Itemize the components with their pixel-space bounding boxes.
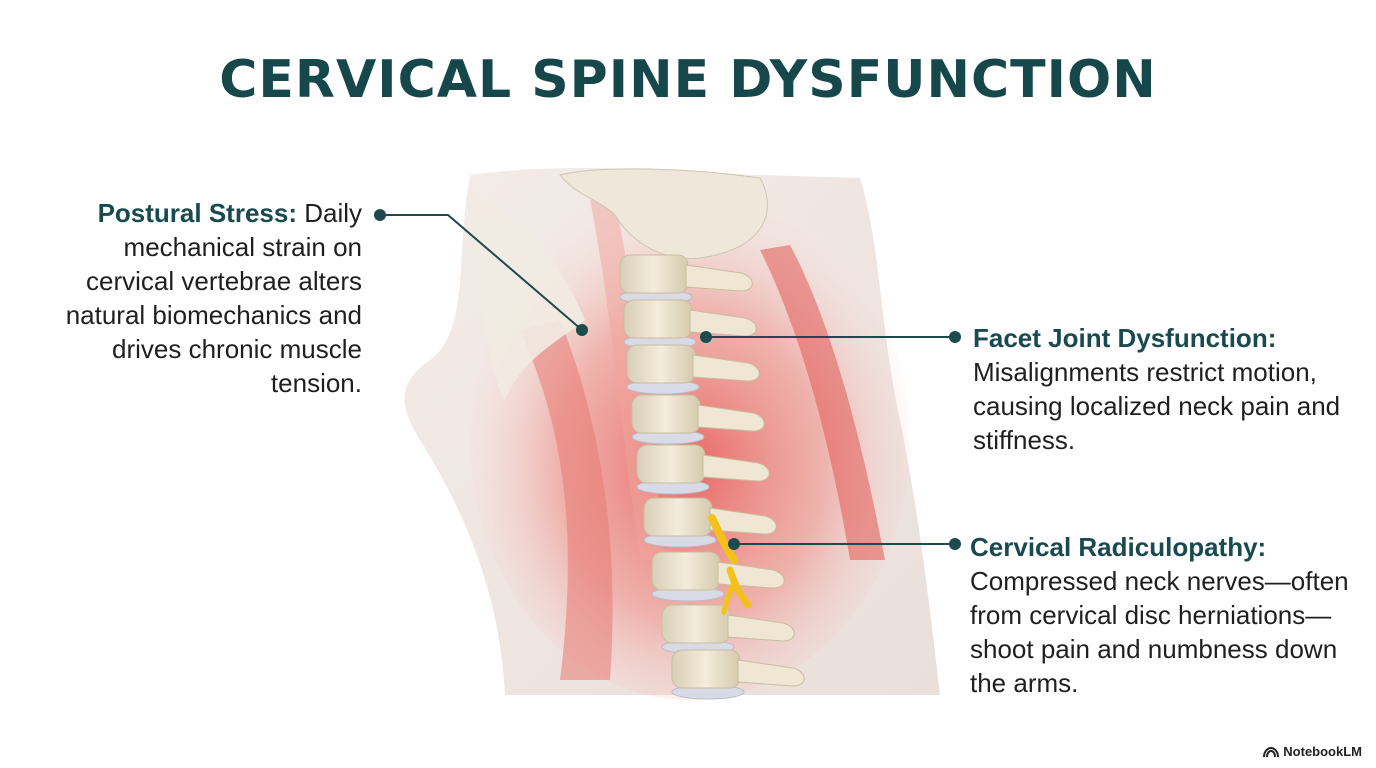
spinous-process bbox=[697, 404, 765, 432]
radiculopathy-dot-start bbox=[728, 538, 740, 550]
postural-stress-heading: Postural Stress: bbox=[97, 198, 297, 228]
postural-leader bbox=[380, 214, 583, 331]
notebooklm-logo-icon bbox=[1263, 746, 1280, 757]
vertebral-body bbox=[619, 254, 689, 294]
radiculopathy-heading: Cervical Radiculopathy: bbox=[970, 532, 1267, 562]
vertebral-body bbox=[636, 444, 706, 484]
facet-joint-body: Misalignments restrict motion, causing l… bbox=[973, 357, 1341, 455]
page-title: CERVICAL SPINE DYSFUNCTION bbox=[219, 50, 1157, 110]
spinous-process bbox=[727, 614, 795, 642]
cervical-vertebrae bbox=[619, 254, 805, 700]
spinous-process bbox=[702, 454, 770, 482]
brand-watermark: NotebookLM bbox=[1263, 744, 1362, 759]
postural-dot-start bbox=[374, 209, 386, 221]
leader-lines bbox=[374, 209, 961, 550]
postural-stress-callout: Postural Stress: Daily mechanical strain… bbox=[30, 196, 362, 400]
vertebral-body bbox=[643, 497, 713, 537]
vertebral-body bbox=[631, 394, 701, 434]
vertebral-body bbox=[626, 344, 696, 384]
brand-label: NotebookLM bbox=[1283, 744, 1362, 759]
spinous-process bbox=[709, 507, 777, 535]
spinous-process bbox=[685, 264, 753, 292]
radiculopathy-callout: Cervical Radiculopathy: Compressed neck … bbox=[970, 530, 1360, 700]
radiculopathy-dot-end bbox=[949, 538, 961, 550]
facet-joint-callout: Facet Joint Dysfunction: Misalignments r… bbox=[973, 321, 1363, 457]
spinous-process bbox=[737, 659, 805, 687]
vertebral-body bbox=[661, 604, 731, 644]
facet-joint-heading: Facet Joint Dysfunction: bbox=[973, 323, 1277, 353]
vertebral-body bbox=[671, 649, 741, 689]
vertebral-body bbox=[623, 299, 693, 339]
facet-dot-end bbox=[949, 331, 961, 343]
postural-dot-end bbox=[576, 324, 588, 336]
vertebral-body bbox=[651, 551, 721, 591]
skull-base bbox=[470, 168, 768, 400]
compressed-nerves bbox=[708, 514, 752, 615]
spinous-process bbox=[692, 354, 760, 382]
postural-stress-body: Daily mechanical strain on cervical vert… bbox=[65, 198, 362, 398]
radiculopathy-body: Compressed neck nerves—often from cervic… bbox=[970, 566, 1349, 698]
facet-dot-start bbox=[700, 331, 712, 343]
